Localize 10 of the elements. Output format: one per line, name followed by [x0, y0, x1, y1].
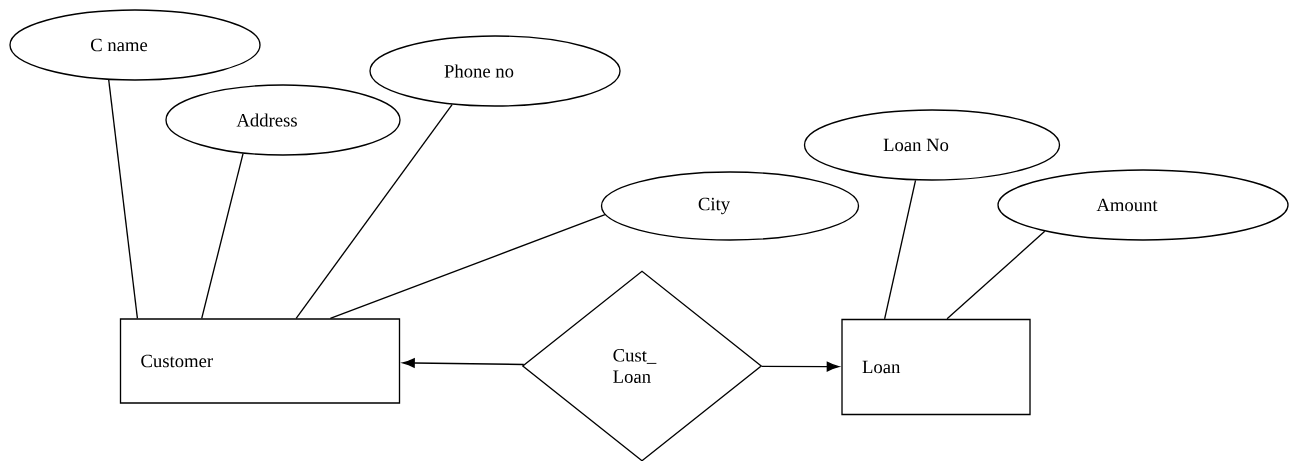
- connector-line: [883, 179, 917, 320]
- entity-box: Customer: [119, 318, 401, 404]
- entity-box: Loan: [841, 318, 1031, 416]
- connector-line: [201, 152, 244, 319]
- arrow: [761, 361, 840, 372]
- connector-line: [329, 214, 606, 319]
- connector-line: [295, 103, 453, 319]
- connector-line: [108, 79, 139, 319]
- arrow: [402, 358, 525, 368]
- connector-line: [946, 230, 1046, 320]
